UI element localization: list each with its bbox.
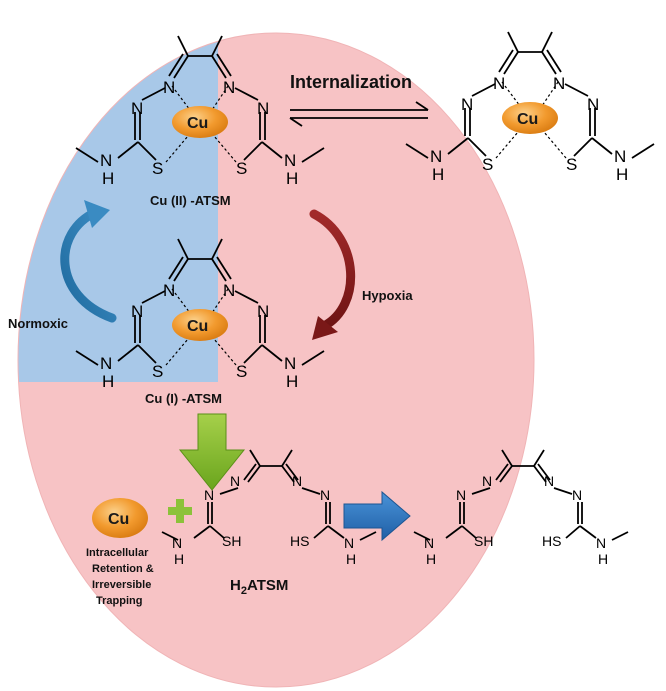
svg-text:N: N	[163, 281, 175, 300]
svg-text:N: N	[204, 487, 214, 503]
svg-text:N: N	[430, 147, 442, 166]
svg-text:H: H	[286, 372, 298, 391]
released-cu: Cu	[92, 498, 148, 538]
svg-text:H: H	[426, 551, 436, 567]
plus-sign-icon	[168, 499, 192, 523]
svg-text:N: N	[544, 473, 554, 489]
svg-text:N: N	[553, 74, 565, 93]
svg-text:Irreversible: Irreversible	[92, 579, 151, 591]
svg-text:N: N	[493, 74, 505, 93]
svg-text:N: N	[344, 535, 354, 551]
svg-text:H: H	[432, 165, 444, 184]
svg-text:H: H	[102, 372, 114, 391]
svg-text:Intracellular: Intracellular	[86, 547, 149, 559]
svg-text:Retention &: Retention &	[92, 563, 154, 575]
hypoxia-label: Hypoxia	[362, 288, 413, 303]
svg-text:S: S	[566, 155, 577, 174]
extracellular-cu-atsm-molecule: N N N N S S N H N H Cu	[405, 31, 655, 184]
normoxic-arrow	[60, 200, 117, 323]
cu-label: Cu	[187, 115, 208, 132]
svg-text:N: N	[172, 535, 182, 551]
svg-text:S: S	[152, 159, 163, 178]
cu2-atsm-molecule: N N N N S S N H N H Cu	[75, 35, 325, 188]
retention-caption: Intracellular Retention & Irreversible T…	[86, 547, 154, 607]
svg-text:N: N	[100, 354, 112, 373]
svg-text:H: H	[102, 169, 114, 188]
cu-label: Cu	[187, 318, 208, 335]
svg-text:N: N	[284, 151, 296, 170]
svg-text:N: N	[614, 147, 626, 166]
svg-text:Trapping: Trapping	[96, 595, 142, 607]
svg-text:N: N	[320, 487, 330, 503]
svg-text:S: S	[236, 159, 247, 178]
cu-label: Cu	[517, 111, 538, 128]
svg-text:S: S	[236, 362, 247, 381]
svg-text:N: N	[163, 78, 175, 97]
cu2-atsm-label: Cu (II) -ATSM	[150, 193, 231, 208]
svg-text:N: N	[596, 535, 606, 551]
svg-text:N: N	[572, 487, 582, 503]
svg-text:HS: HS	[290, 533, 309, 549]
svg-text:N: N	[131, 99, 143, 118]
svg-text:N: N	[284, 354, 296, 373]
svg-text:S: S	[152, 362, 163, 381]
cu1-atsm-label: Cu (I) -ATSM	[145, 391, 222, 406]
svg-text:H: H	[598, 551, 608, 567]
cu1-atsm-molecule: N N N N S S N H N H Cu	[75, 238, 325, 391]
internalization-arrows: Internalization	[289, 72, 429, 127]
blue-right-arrow	[343, 490, 411, 542]
cu-label: Cu	[108, 511, 129, 528]
svg-text:N: N	[461, 95, 473, 114]
svg-text:N: N	[257, 99, 269, 118]
svg-text:N: N	[587, 95, 599, 114]
svg-text:H: H	[616, 165, 628, 184]
h2atsm-molecule-inside: N N N N SH HS N H N H	[161, 449, 377, 567]
svg-text:SH: SH	[474, 533, 493, 549]
svg-text:S: S	[482, 155, 493, 174]
svg-text:N: N	[292, 473, 302, 489]
svg-text:N: N	[230, 473, 240, 489]
normoxic-label: Normoxic	[8, 316, 68, 331]
svg-text:N: N	[131, 302, 143, 321]
svg-text:H: H	[346, 551, 356, 567]
svg-text:N: N	[257, 302, 269, 321]
h2atsm-molecule-outside: N N N N SH HS N H N H	[413, 449, 629, 567]
svg-text:N: N	[100, 151, 112, 170]
svg-text:N: N	[456, 487, 466, 503]
svg-text:N: N	[482, 473, 492, 489]
hypoxia-arrow	[309, 209, 356, 340]
svg-text:N: N	[424, 535, 434, 551]
svg-text:N: N	[223, 281, 235, 300]
svg-text:H: H	[174, 551, 184, 567]
internalization-label: Internalization	[290, 72, 412, 92]
green-down-arrow	[178, 413, 246, 491]
h2atsm-label: H2ATSM	[230, 577, 288, 597]
svg-text:HS: HS	[542, 533, 561, 549]
svg-text:SH: SH	[222, 533, 241, 549]
svg-text:N: N	[223, 78, 235, 97]
svg-text:H: H	[286, 169, 298, 188]
